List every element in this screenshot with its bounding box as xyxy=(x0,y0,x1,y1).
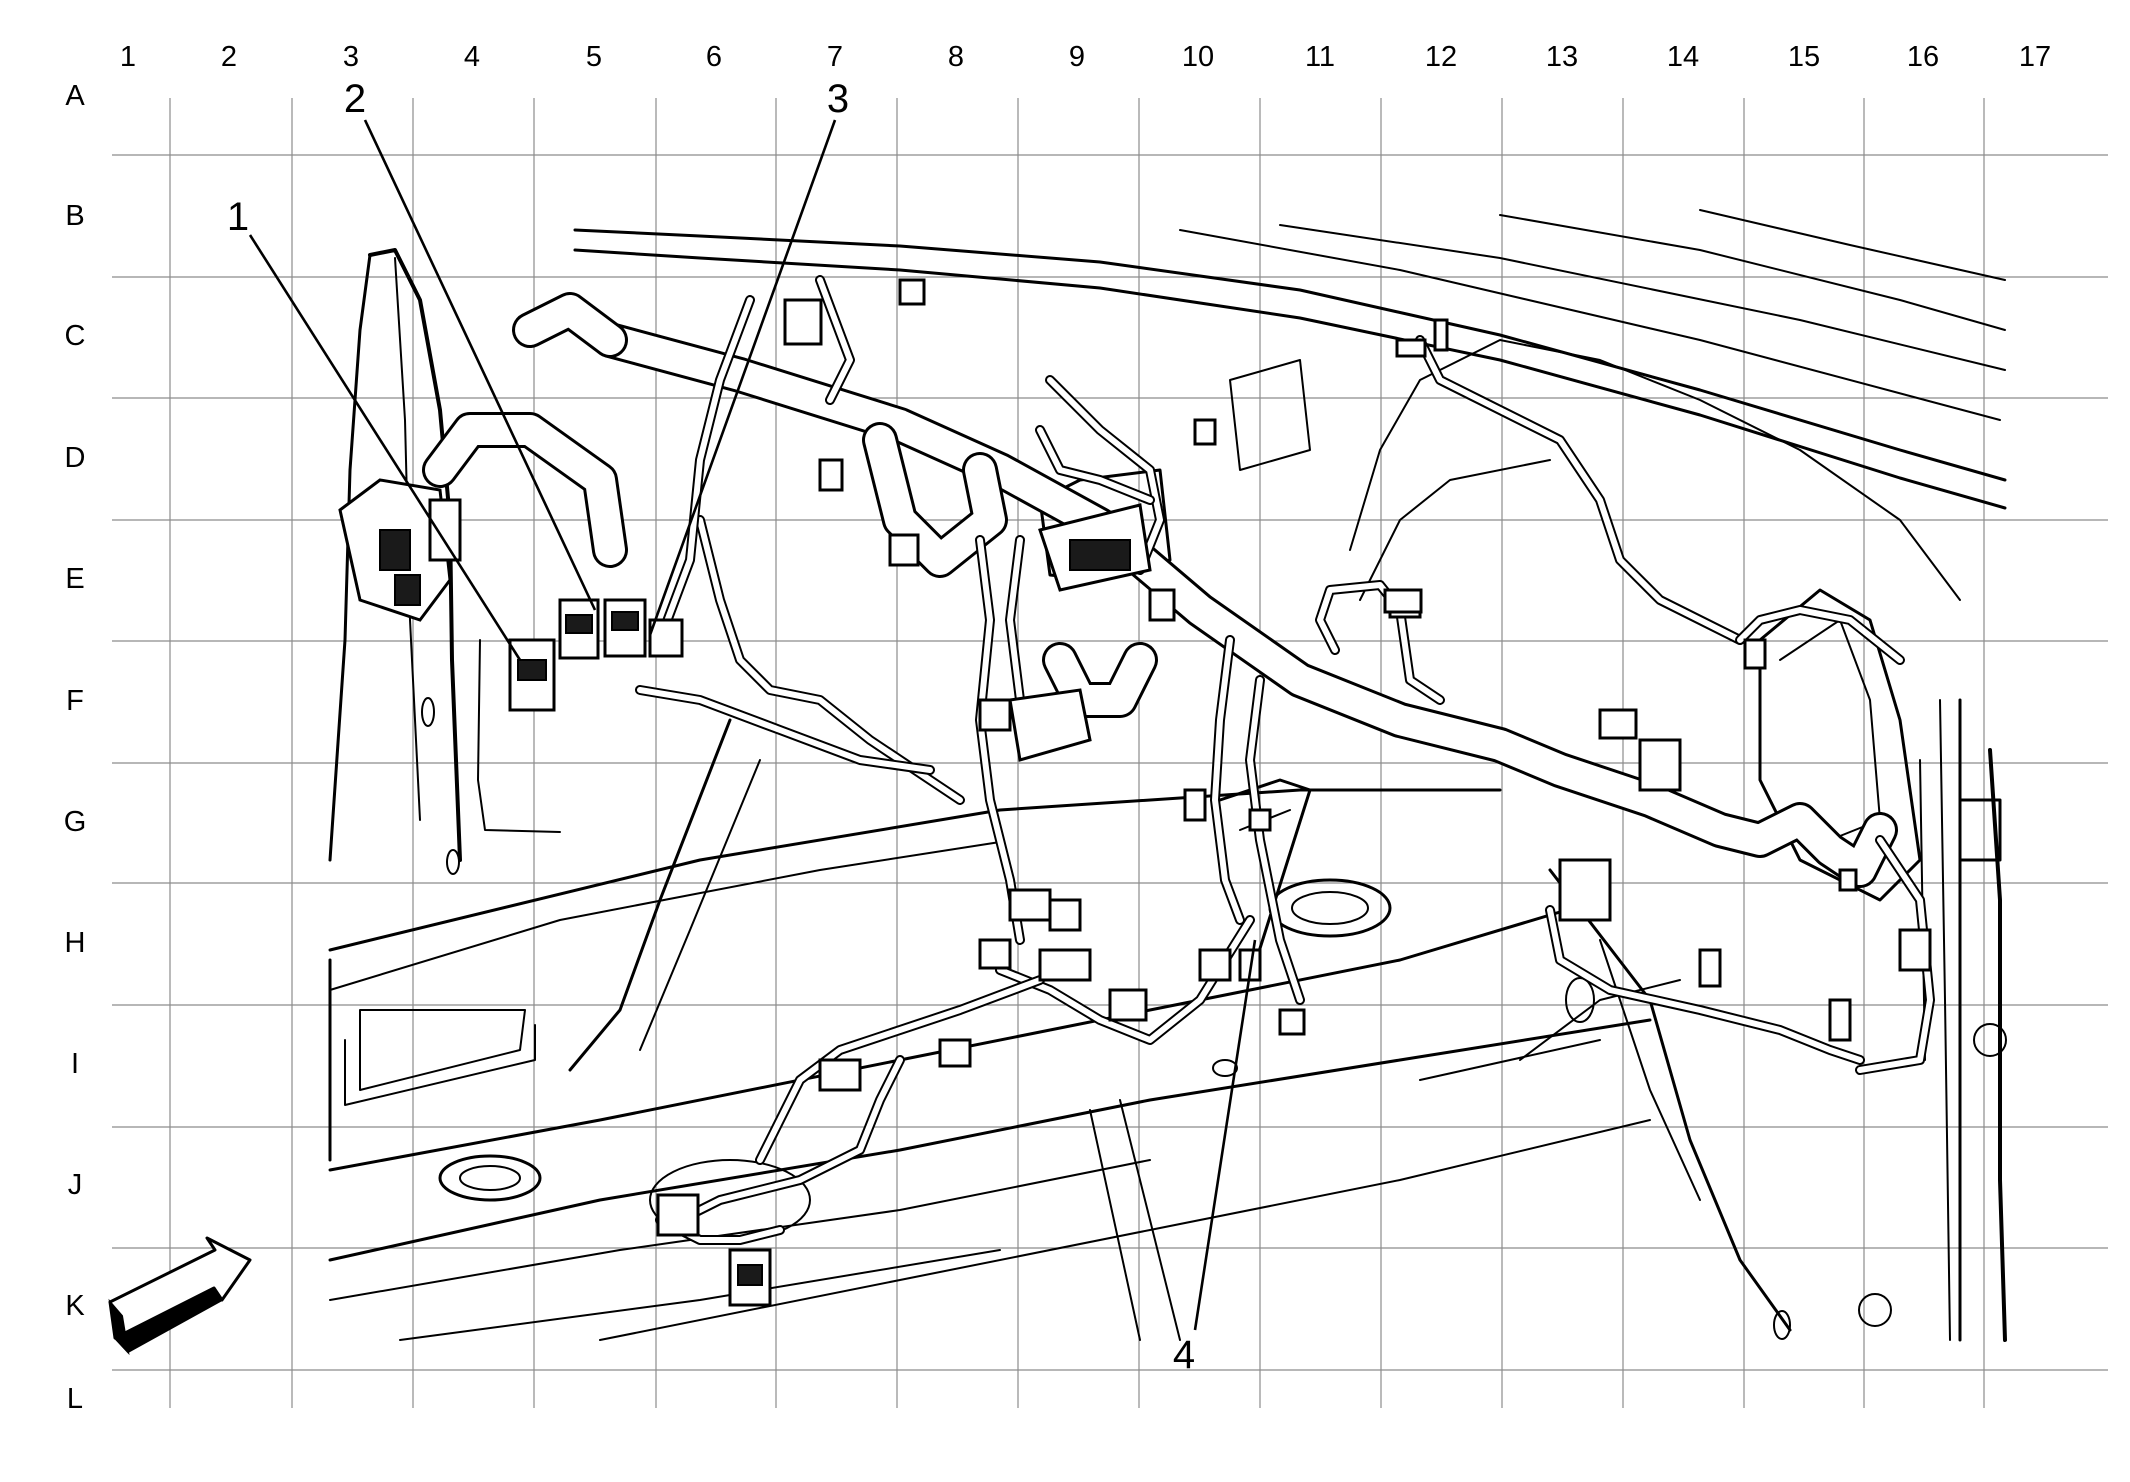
right-connector xyxy=(1898,928,1932,972)
row-label: C xyxy=(65,320,86,352)
row-labels: A B C D E F G H I J K L xyxy=(64,80,87,1415)
column-labels: 1 2 3 4 5 6 7 8 9 10 11 12 13 14 15 16 1… xyxy=(120,41,2051,73)
callout-4-leader xyxy=(1193,939,1257,1331)
callout-4-label: 4 xyxy=(1173,1333,1195,1377)
harness-connector xyxy=(1278,1008,1306,1036)
center-connector xyxy=(888,533,920,567)
harness-connector xyxy=(978,938,1012,970)
column-label: 15 xyxy=(1788,41,1820,73)
column-label: 16 xyxy=(1907,41,1939,73)
main-wiring-harness xyxy=(422,292,1898,888)
row-label: F xyxy=(66,685,84,717)
column-label: 6 xyxy=(706,41,722,73)
row-label: G xyxy=(64,806,87,838)
column-label: 5 xyxy=(586,41,602,73)
floor-connector-latch xyxy=(737,1264,763,1286)
row-label: H xyxy=(65,927,86,959)
row-label: I xyxy=(71,1048,79,1080)
row-label: K xyxy=(65,1290,85,1322)
harness-connector xyxy=(1108,988,1148,1022)
harness-connector xyxy=(1048,898,1082,932)
harness-connector xyxy=(1038,948,1092,982)
harness-connector xyxy=(1183,788,1207,822)
top-connector xyxy=(1433,318,1449,352)
fuse-block-connector xyxy=(394,574,421,606)
right-connector xyxy=(1558,858,1612,922)
callout-leaders xyxy=(248,119,1257,1331)
right-connector xyxy=(1598,708,1638,740)
column-label: 11 xyxy=(1305,41,1335,73)
column-label: 9 xyxy=(1069,41,1085,73)
column-label: 10 xyxy=(1182,41,1214,73)
receiver-module xyxy=(1008,688,1092,762)
callout-2-label: 2 xyxy=(344,77,366,121)
callout-2-leader xyxy=(363,119,597,611)
callout-3-label: 3 xyxy=(827,77,849,121)
connector-1-latch xyxy=(517,659,547,681)
fuse-block-bracket xyxy=(428,498,462,562)
row-label: B xyxy=(65,200,84,232)
right-connector xyxy=(1838,868,1858,892)
top-connector xyxy=(1193,418,1217,446)
row-label: E xyxy=(65,563,84,595)
callout-1-label: 1 xyxy=(227,195,249,239)
column-label: 13 xyxy=(1546,41,1578,73)
row-label: D xyxy=(65,442,86,474)
branch-wires xyxy=(635,275,1935,1245)
harness-connector xyxy=(1248,808,1272,832)
connector-2-latch xyxy=(565,614,593,634)
reference-grid xyxy=(112,98,2108,1408)
right-connector xyxy=(1828,998,1852,1042)
vehicle-body-structure xyxy=(328,209,2007,1342)
connectors xyxy=(338,278,1932,1307)
column-label: 1 xyxy=(120,41,136,73)
callout-1-leader xyxy=(248,234,522,661)
receiver-connector xyxy=(978,698,1012,732)
harness-connector xyxy=(818,1058,862,1092)
harness-connector xyxy=(938,1038,972,1068)
column-label: 4 xyxy=(464,41,480,73)
row-label: J xyxy=(68,1169,83,1201)
callout-3-leader xyxy=(648,119,837,636)
column-label: 2 xyxy=(221,41,237,73)
right-connector xyxy=(1698,948,1722,988)
harness-connector xyxy=(1198,948,1232,982)
right-connector xyxy=(1638,738,1682,792)
body-control-module-face xyxy=(1069,539,1131,571)
column-label: 7 xyxy=(827,41,843,73)
connector-3-body xyxy=(648,618,684,658)
center-connector xyxy=(818,458,844,492)
harness-connector xyxy=(1008,888,1052,922)
floor-connector xyxy=(656,1193,700,1237)
column-label: 3 xyxy=(343,41,359,73)
column-label: 8 xyxy=(948,41,964,73)
fuse-block-connector xyxy=(379,529,411,571)
column-label: 12 xyxy=(1425,41,1457,73)
row-label: L xyxy=(67,1383,83,1415)
column-label: 14 xyxy=(1667,41,1699,73)
front-direction-arrow-icon xyxy=(108,1236,252,1356)
right-connector xyxy=(1383,588,1423,614)
center-connector xyxy=(1148,588,1176,622)
right-connector xyxy=(1743,638,1767,670)
connector-3-latch xyxy=(611,611,639,631)
top-connector xyxy=(783,298,823,346)
column-label: 17 xyxy=(2019,41,2051,73)
top-connector xyxy=(898,278,926,306)
top-connector xyxy=(1395,338,1427,358)
row-label: A xyxy=(65,80,85,112)
